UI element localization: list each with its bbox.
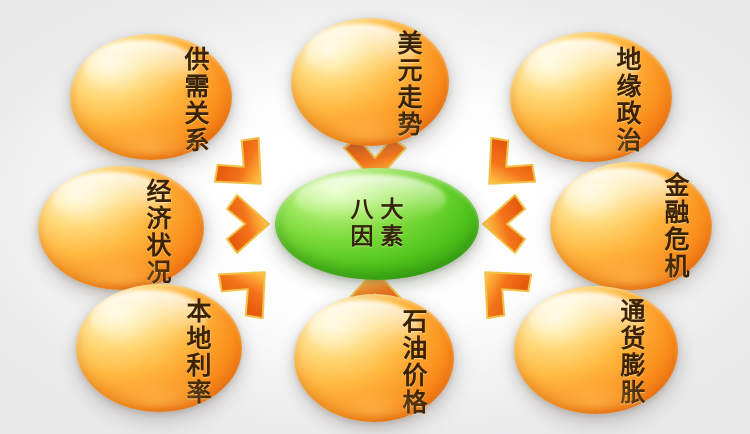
- center-node-eight-factors[interactable]: 八大 因素: [275, 168, 479, 280]
- node-label-oil-price: 石油价格: [399, 308, 428, 416]
- node-geopolitics[interactable]: 地缘政治: [510, 32, 672, 162]
- node-oil-price[interactable]: 石油价格: [294, 294, 454, 422]
- node-supply-demand[interactable]: 供需关系: [70, 34, 232, 160]
- arrow-left-to-center: [472, 192, 546, 256]
- node-financial-crisis[interactable]: 金融危机: [550, 162, 712, 290]
- node-label-geopolitics: 地缘政治: [613, 46, 642, 154]
- node-inflation[interactable]: 通货膨胀: [514, 286, 678, 414]
- node-label-inflation: 通货膨胀: [617, 298, 646, 406]
- center-label-line-1: 八大: [350, 197, 411, 224]
- node-local-rate[interactable]: 本地利率: [76, 284, 242, 412]
- node-label-supply-demand: 供需关系: [181, 46, 210, 154]
- node-label-economy: 经济状况: [143, 178, 172, 286]
- node-label-financial-crisis: 金融危机: [661, 172, 690, 280]
- center-node-label: 八大 因素: [275, 168, 479, 280]
- arrow-right-to-center: [206, 192, 280, 256]
- arrow-to-center-from-top-left: [198, 130, 284, 198]
- node-label-local-rate: 本地利率: [183, 298, 212, 406]
- center-label-line-2: 因素: [350, 224, 411, 250]
- node-dollar-trend[interactable]: 美元走势: [291, 18, 449, 146]
- node-economy[interactable]: 经济状况: [38, 166, 204, 290]
- node-label-dollar-trend: 美元走势: [394, 30, 423, 138]
